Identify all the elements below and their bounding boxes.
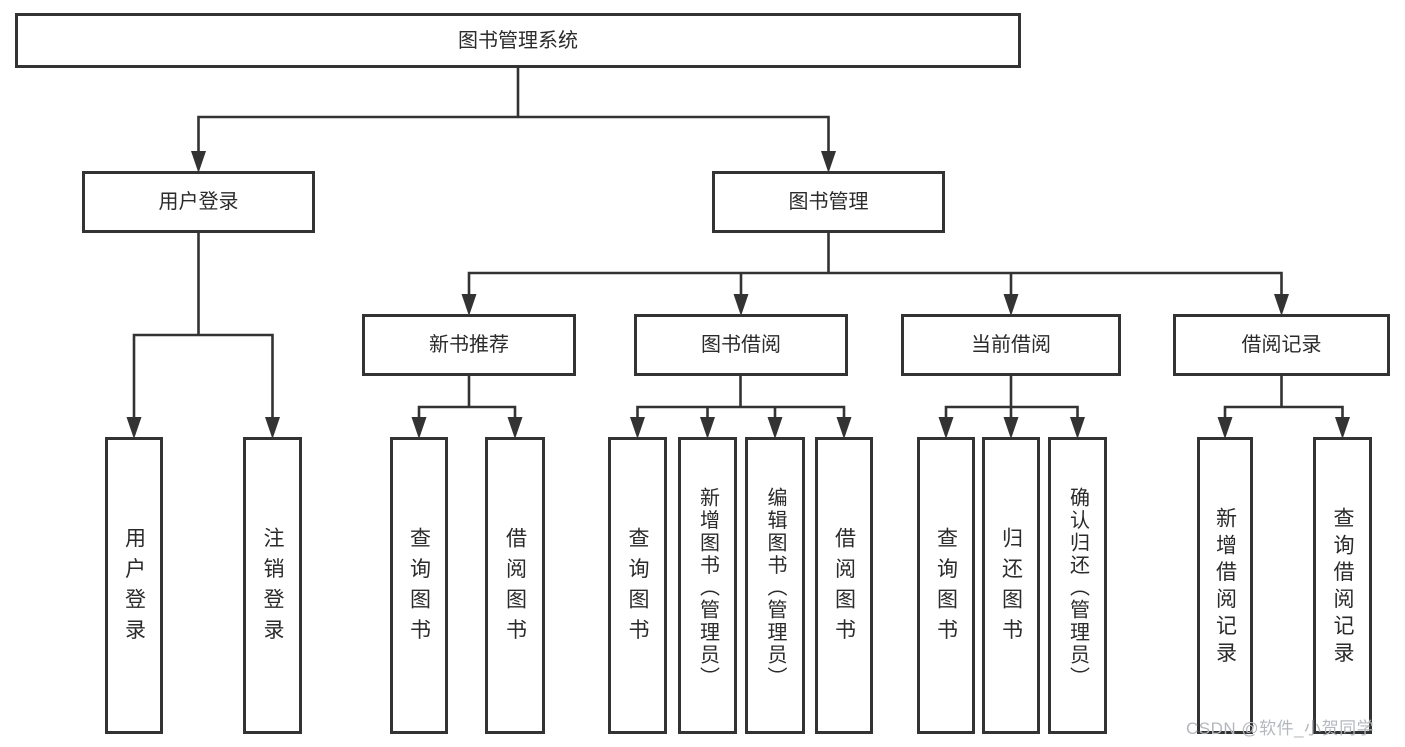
node-leaf-return-books: 归还图书 [982,437,1040,734]
arrowhead [836,417,852,439]
node-leaf-confirm-return-admin: 确认归还（管理员） [1048,437,1107,734]
node-leaf-query-books-1: 查询图书 [390,437,448,734]
node-user-login: 用户登录 [82,171,315,233]
arrowhead [265,417,280,439]
arrowhead [191,151,206,173]
node-leaf-logout: 注销登录 [243,437,302,734]
node-book-borrowing: 图书借阅 [634,314,848,376]
node-new-book-recommend: 新书推荐 [362,314,576,376]
arrowhead [630,417,645,439]
node-leaf-query-books-3: 查询图书 [917,437,975,734]
arrowhead [700,417,715,439]
arrowhead [821,151,836,173]
arrowhead [507,417,523,439]
node-current-borrowing: 当前借阅 [901,314,1121,376]
node-book-management: 图书管理 [712,171,945,233]
arrowhead [461,294,477,316]
arrowhead [1003,417,1019,439]
node-borrowing-records: 借阅记录 [1173,314,1390,376]
watermark-text: CSDN @软件_小贺同学 [1186,719,1375,738]
arrowhead [767,417,783,439]
node-leaf-borrow-books-2: 借阅图书 [815,437,873,734]
arrowhead [411,417,427,439]
arrowhead [1217,417,1233,439]
node-leaf-query-books-2: 查询图书 [608,437,667,734]
node-leaf-add-books-admin: 新增图书（管理员） [678,437,737,734]
arrowhead [938,417,954,439]
arrowhead [1070,417,1085,439]
node-leaf-borrow-books-1: 借阅图书 [485,437,545,734]
node-leaf-user-login: 用户登录 [105,437,163,734]
arrowhead [1274,294,1289,316]
arrowhead [126,417,142,439]
arrowhead [1003,294,1019,316]
arrowhead [1335,417,1350,439]
node-library-system: 图书管理系统 [15,13,1021,68]
node-leaf-edit-books-admin: 编辑图书（管理员） [745,437,805,734]
node-leaf-add-borrow-record: 新增借阅记录 [1197,437,1253,734]
arrowhead [733,294,749,316]
node-leaf-query-borrow-record: 查询借阅记录 [1313,437,1372,734]
